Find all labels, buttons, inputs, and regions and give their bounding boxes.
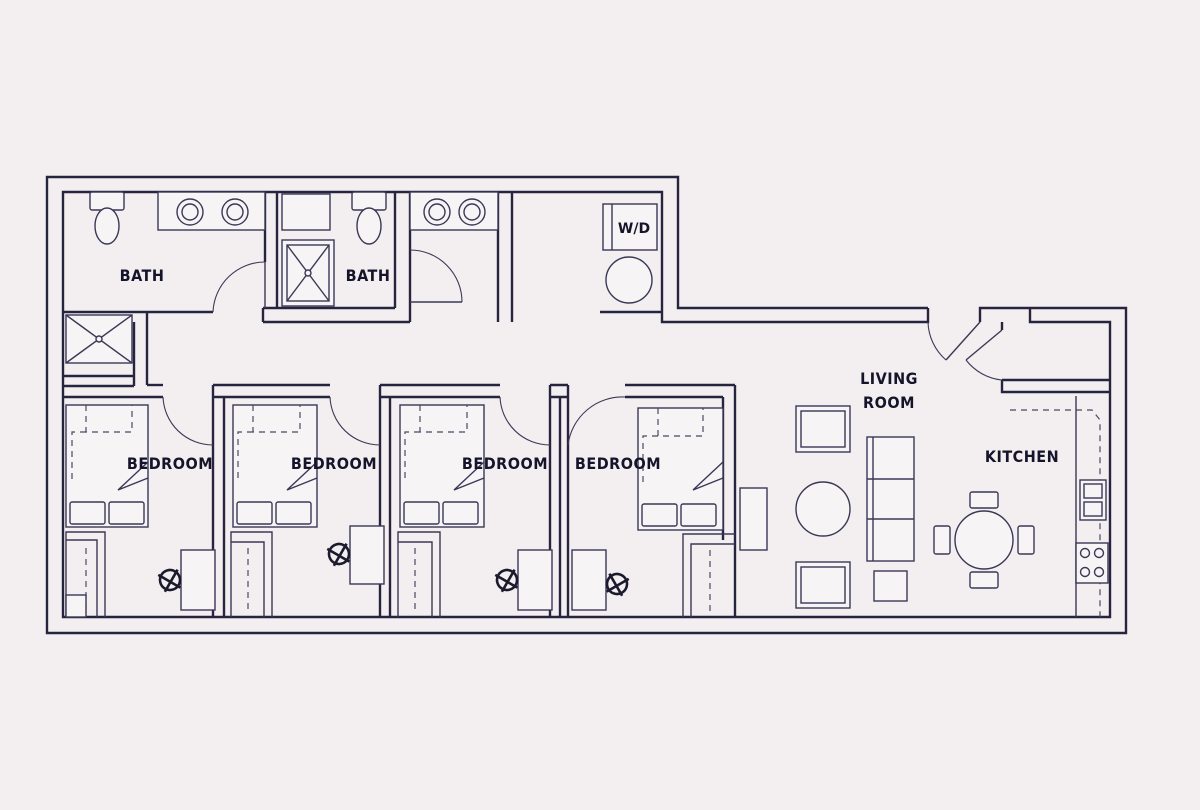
living-furniture [795, 405, 915, 609]
exterior-walls [45, 175, 1128, 635]
bedroom-furniture [65, 404, 768, 618]
desk-chairs [157, 542, 630, 597]
label-living-line1: LIVING [860, 369, 918, 388]
label-living-line2: ROOM [863, 393, 915, 412]
label-bedroom-3: BEDROOM [462, 454, 548, 473]
left-bath [65, 191, 266, 364]
washer-dryer [602, 203, 658, 304]
kitchen-fixtures [933, 396, 1109, 617]
label-bedroom-1: BEDROOM [127, 454, 213, 473]
label-bath-left: BATH [120, 266, 165, 285]
label-bedroom-2: BEDROOM [291, 454, 377, 473]
label-washer-dryer: W/D [618, 221, 650, 237]
label-kitchen: KITCHEN [985, 447, 1059, 466]
room-labels: BATH BATH BEDROOM BEDROOM BEDROOM BEDROO… [120, 221, 1059, 473]
label-bedroom-4: BEDROOM [575, 454, 661, 473]
door-swings [162, 249, 1003, 446]
right-bath [281, 191, 499, 307]
label-bath-right: BATH [346, 266, 391, 285]
